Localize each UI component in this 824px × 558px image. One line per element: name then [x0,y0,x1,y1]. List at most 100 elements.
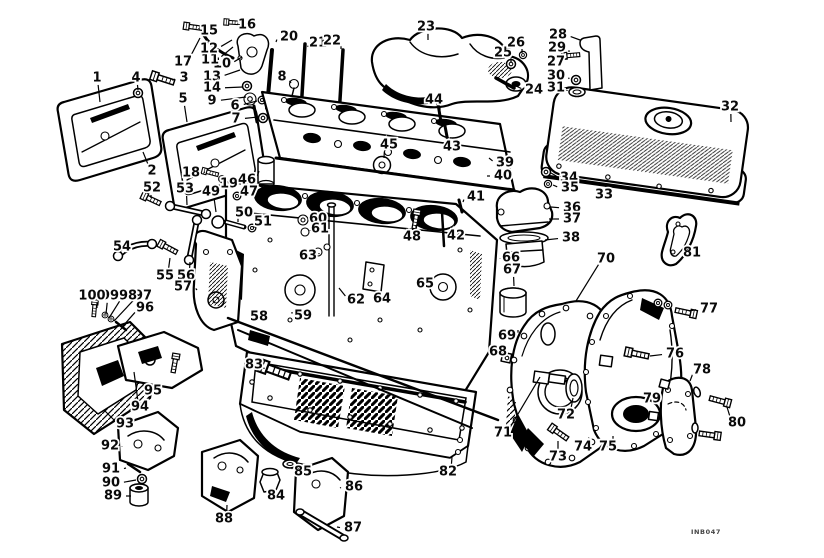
leader-line-35 [552,184,558,188]
leader-line-80 [726,406,731,418]
callout-94: 94 [131,400,149,415]
bolt-80a [708,393,733,409]
gasket-81 [660,213,698,267]
callout-22: 22 [323,34,341,49]
leader-line-12 [220,39,233,47]
callout-13: 13 [203,70,221,85]
washer-77a [653,298,663,308]
washer-30 [570,74,582,86]
callout-72: 72 [557,408,575,423]
callout-41: 41 [467,190,485,205]
callout-37: 37 [563,212,581,227]
leader-line-77 [688,309,697,312]
callout-57: 57 [174,280,192,295]
leader-line-72 [570,397,574,409]
callout-65: 65 [416,277,434,292]
callout-79: 79 [643,392,661,407]
callout-77: 77 [700,302,718,317]
callout-5: 5 [178,92,187,107]
callout-15: 15 [200,24,218,39]
arm-56 [183,214,203,266]
leader-line-62 [338,287,346,297]
callout-27: 27 [547,55,565,70]
callout-91: 91 [102,462,120,477]
callout-18: 18 [182,166,200,181]
bolt-77 [673,305,699,320]
leader-line-87 [336,526,341,529]
diagram-artwork [56,18,750,542]
callout-68: 68 [489,345,507,360]
callout-93: 93 [116,417,134,432]
callout-14: 14 [203,81,221,96]
callout-82: 82 [439,465,457,480]
mount-bracket-86 [292,456,350,532]
callout-47: 47 [240,185,258,200]
plug-63 [313,247,323,257]
callout-75: 75 [599,440,617,455]
bolt-55 [156,238,180,257]
leader-line-18 [203,171,206,174]
callout-81: 81 [683,246,701,261]
callout-100: 100 [78,289,105,304]
callout-2: 2 [147,164,156,179]
leader-line-99 [105,302,108,315]
washer-35 [543,179,553,189]
bracket-64 [362,261,385,293]
mount-bracket-88 [200,438,260,514]
stud-41 [457,198,464,214]
water-outlet [495,187,554,268]
leader-line-11 [220,46,234,58]
plug-61 [300,227,310,237]
front-mounting-bracket-57 [192,229,244,332]
callout-3: 3 [179,71,188,86]
leader-line-2 [142,151,149,165]
leader-line-78 [689,374,693,382]
callout-52: 52 [143,181,161,196]
leader-line-6 [243,100,258,106]
callout-59: 59 [294,309,312,324]
callout-38: 38 [562,231,580,246]
callout-28: 28 [549,28,567,43]
stud-24 [494,76,516,90]
leader-line-38 [544,237,559,241]
nut-79b [647,410,660,422]
callout-98: 98 [119,289,137,304]
callout-66: 66 [502,251,520,266]
callout-21: 21 [309,36,327,51]
callout-88: 88 [215,512,233,527]
callout-78: 78 [693,363,711,378]
callout-45: 45 [380,138,398,153]
callout-6: 6 [230,99,239,114]
fasteners-96-100 [90,299,128,332]
callout-31: 31 [547,81,565,96]
leader-line-24 [515,85,522,90]
cover-plate-78 [659,376,698,456]
callout-19: 19 [220,177,238,192]
leader-line-41 [462,199,465,203]
callout-61: 61 [311,222,329,237]
callout-20: 20 [280,30,298,45]
leader-line-91 [123,467,127,470]
callout-55: 55 [156,269,174,284]
callout-44: 44 [425,93,443,108]
ball-stud-49-51 [211,215,257,233]
callout-7: 7 [231,112,240,127]
callout-51: 51 [254,215,272,230]
leader-line-4 [136,84,139,91]
callout-4: 4 [131,71,140,86]
callout-87: 87 [344,521,362,536]
callout-32: 32 [721,100,739,115]
leader-line-82 [450,456,453,466]
callout-43: 43 [443,140,461,155]
drain-plug-84 [259,467,281,493]
oil-pan [238,350,478,477]
callout-56: 56 [177,269,195,284]
oil-seal-72 [565,373,583,403]
callout-60: 60 [309,212,327,227]
dipstick-tube-62 [328,205,335,317]
nut-79a [658,378,671,390]
callout-48: 48 [403,230,421,245]
bush-67 [499,287,527,318]
cylinder-head [260,90,516,192]
